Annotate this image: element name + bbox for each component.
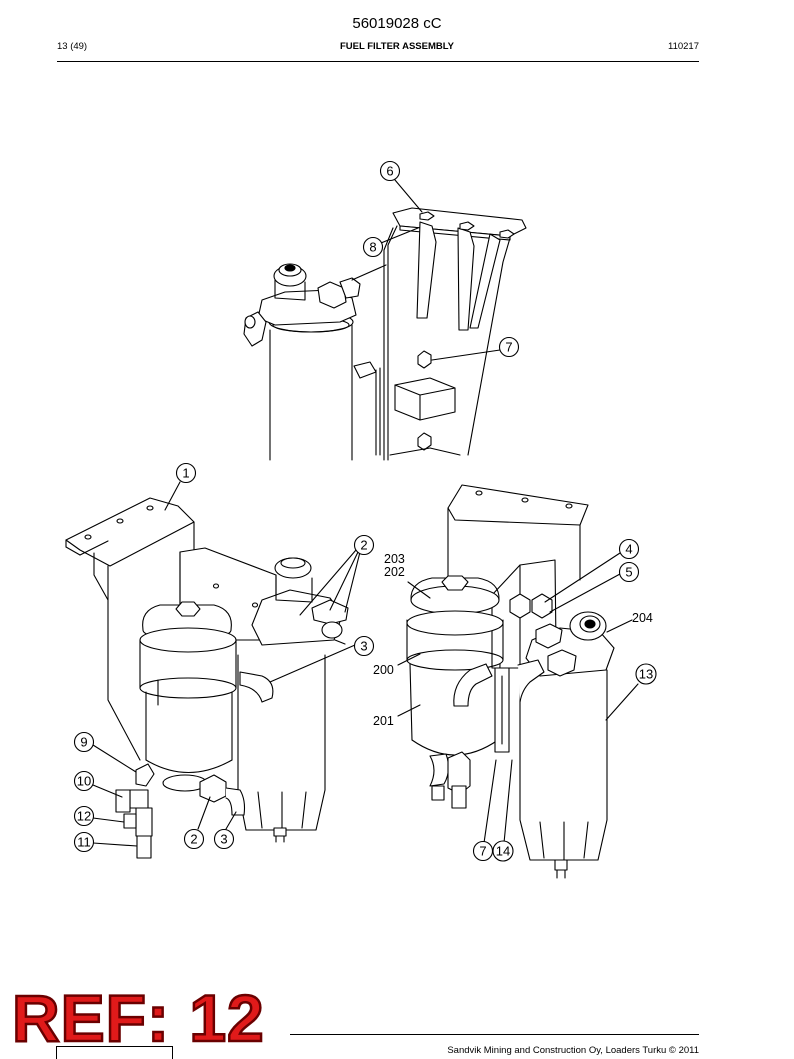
callout-1-left: 1 [175, 462, 197, 484]
label-201: 201 [373, 714, 394, 728]
callout-2-left-upper-label: 2 [360, 538, 367, 553]
callout-1-left-label: 1 [182, 466, 189, 481]
callout-7-right: 7 [472, 840, 494, 862]
callout-3-left-upper-label: 3 [360, 639, 367, 654]
document-number: 56019028 cC [352, 15, 442, 32]
callout-14-right-label: 14 [496, 844, 510, 859]
footer-copyright: Sandvik Mining and Construction Oy, Load… [447, 1045, 699, 1056]
date-code: 110217 [668, 41, 699, 52]
top-detail-view [243, 207, 527, 461]
callout-4-right: 4 [618, 538, 640, 560]
label-204: 204 [632, 611, 653, 625]
callout-11-left-label: 11 [77, 835, 91, 850]
callout-3-left-lower-label: 3 [220, 832, 227, 847]
page-title: FUEL FILTER ASSEMBLY [339, 41, 454, 52]
callouts: 6 8 7 1 2 3 9 10 12 11 2 3 4 5 13 7 14 2… [73, 160, 657, 862]
callout-10-left: 10 [73, 770, 95, 792]
callout-7-top-label: 7 [505, 340, 512, 355]
right-assembly-view [406, 484, 615, 879]
label-200: 200 [373, 663, 394, 677]
label-202: 202 [384, 565, 405, 579]
callout-4-right-label: 4 [625, 542, 632, 557]
callout-2-left-upper: 2 [353, 534, 375, 556]
callout-10-left-label: 10 [77, 774, 91, 789]
callout-3-left-lower: 3 [213, 828, 235, 850]
callout-11-left: 11 [73, 831, 95, 853]
callout-9-left-label: 9 [80, 735, 87, 750]
callout-6-top-label: 6 [386, 164, 393, 179]
callout-5-right: 5 [618, 561, 640, 583]
callout-9-left: 9 [73, 731, 95, 753]
header-divider [57, 61, 699, 62]
callout-2-left-lower: 2 [183, 828, 205, 850]
label-203: 203 [384, 552, 405, 566]
callout-12-left: 12 [73, 805, 95, 827]
page-count: 13 (49) [57, 41, 88, 52]
left-assembly-view [65, 497, 349, 859]
callout-7-right-label: 7 [479, 844, 486, 859]
callout-8-top: 8 [362, 236, 384, 258]
callout-13-right-label: 13 [639, 667, 653, 682]
callout-14-right: 14 [492, 840, 514, 862]
callout-8-top-label: 8 [369, 240, 376, 255]
callout-3-left-upper: 3 [353, 635, 375, 657]
callout-2-left-lower-label: 2 [190, 832, 197, 847]
reference-stamp: REF: 12 [11, 980, 265, 1057]
callout-13-right: 13 [635, 663, 657, 685]
callout-12-left-label: 12 [77, 809, 91, 824]
callout-7-top: 7 [498, 336, 520, 358]
callout-5-right-label: 5 [625, 565, 632, 580]
footer-divider [290, 1034, 699, 1035]
callout-6-top: 6 [379, 160, 401, 182]
